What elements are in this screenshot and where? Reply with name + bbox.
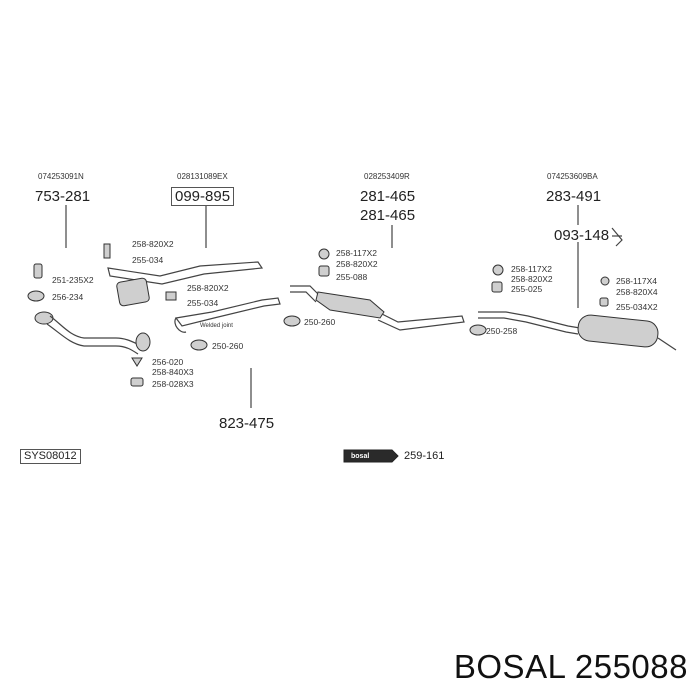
bosal-paste-tube bbox=[343, 449, 399, 463]
accessory-part-number[interactable]: 259-161 bbox=[404, 450, 445, 462]
part-number[interactable]: 281-465 bbox=[360, 207, 416, 224]
front-pipe bbox=[27, 263, 151, 387]
part-number-highlighted[interactable]: 099-895 bbox=[171, 187, 235, 206]
oe-number: 074253091N bbox=[38, 172, 84, 181]
oe-number: 074253609BA bbox=[547, 172, 598, 181]
item-label: 255-034 bbox=[132, 255, 164, 265]
accessory-brand-label: bosal bbox=[351, 453, 370, 460]
item-label: 258-820X2 bbox=[336, 259, 378, 269]
item-label: 251-235X2 bbox=[52, 275, 94, 285]
item-label: 255-088 bbox=[336, 272, 368, 282]
item-label: 250-260 bbox=[212, 341, 244, 351]
item-label: 255-034 bbox=[187, 298, 219, 308]
item-label: 256-234 bbox=[52, 292, 84, 302]
item-label: 255-025 bbox=[511, 284, 543, 294]
item-label: 250-258 bbox=[486, 326, 518, 336]
part-number[interactable]: 283-491 bbox=[546, 188, 602, 205]
item-label: 258-028X3 bbox=[152, 379, 194, 389]
part-number[interactable]: 823-475 bbox=[219, 415, 275, 432]
item-label: 255-034X2 bbox=[616, 302, 658, 312]
item-label: 258-820X2 bbox=[511, 274, 553, 284]
rear-silencer bbox=[469, 227, 677, 351]
item-label: 258-117X4 bbox=[616, 276, 657, 286]
item-label: 256-020 bbox=[152, 357, 184, 367]
part-number[interactable]: 093-148 bbox=[554, 227, 610, 244]
part-number[interactable]: 753-281 bbox=[35, 188, 91, 205]
middle-silencer bbox=[283, 248, 465, 331]
item-label: 258-117X2 bbox=[511, 264, 552, 274]
item-label: 250-260 bbox=[304, 317, 336, 327]
oe-number: 028253409R bbox=[364, 172, 410, 181]
catalytic-converter bbox=[103, 243, 281, 351]
item-label: Welded joint bbox=[200, 323, 233, 329]
footer-title: BOSAL 255088 bbox=[453, 648, 688, 685]
item-label: 258-820X4 bbox=[616, 287, 658, 297]
item-label: 258-840X3 bbox=[152, 367, 194, 377]
item-label: 258-117X2 bbox=[336, 248, 377, 258]
item-label: 258-820X2 bbox=[187, 283, 229, 293]
system-code[interactable]: SYS08012 bbox=[20, 449, 81, 464]
item-label: 258-820X2 bbox=[132, 239, 174, 249]
part-number[interactable]: 281-465 bbox=[360, 188, 416, 205]
oe-number: 028131089EX bbox=[177, 172, 228, 181]
